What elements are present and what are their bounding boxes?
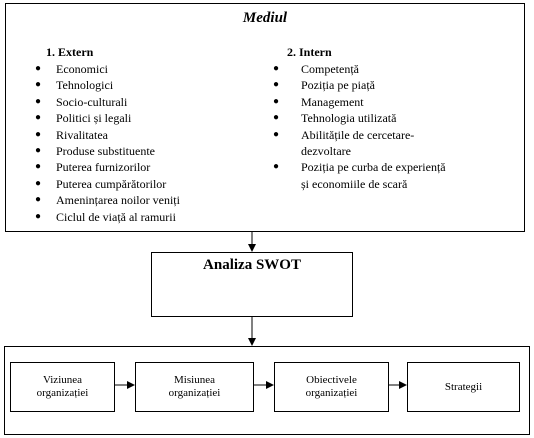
internal-factor-item: ● Management [269,94,479,110]
bullet-icon: ● [273,128,280,140]
external-factor-item-label: Politici și legali [56,111,132,126]
bullet-icon: ● [273,63,280,74]
bullet-icon: ● [35,112,42,124]
swot-analysis-box: Analiza SWOT [151,252,353,317]
external-factor-item: ● Economici [32,61,242,77]
internal-factor-item: ● Tehnologia utilizată [269,110,479,126]
external-factor-item-label: Puterea cumpărătorilor [56,176,167,191]
stage-strategies-box: Strategii [407,362,520,412]
external-factor-item-label: Tehnologici [56,78,114,93]
internal-factor-item-label: Poziția pe curba de experiență și econom… [301,160,446,191]
internal-factor-item: ● Poziția pe piață [269,77,479,93]
external-factor-item: ● Tehnologici [32,77,242,93]
internal-factor-item-label: Abilitățile de cercetare- dezvoltare [301,127,415,159]
internal-factor-item-label: Competență [301,62,359,76]
external-factor-item: ● Socio-culturali [32,94,242,110]
external-factor-item: ● Produse substituente [32,143,242,159]
external-factor-item: ● Rivalitatea [32,127,242,143]
environment-title: Mediul [242,10,288,26]
external-factor-item: ● Amenințarea noilor veniți [32,192,242,208]
external-factor-item: ● Politici și legali [32,110,242,126]
external-factor-item-label: Ciclul de viață al ramurii [56,209,176,224]
environment-box: Mediul 1. Extern 2. Intern ● Economici ● Te… [5,3,525,232]
external-factor-item-label: Economici [56,62,108,76]
stage-mission-box: Misiunea organizației [135,362,254,412]
bullet-icon: ● [35,79,42,91]
internal-factor-item-label: Management [301,94,364,109]
bullet-icon: ● [273,112,280,124]
bullet-icon: ● [35,95,42,107]
internal-factor-item-label: Poziția pe piață [301,78,375,93]
internal-factor-item: ● Abilitățile de cercetare- dezvoltare [269,127,479,160]
internal-factor-item: ● Poziția pe curba de experiență și econo… [269,159,479,192]
bullet-icon: ● [35,210,42,222]
bullet-icon: ● [35,128,42,140]
stage-objectives-label: Obiectivele organizației [305,374,358,399]
bullet-icon: ● [35,145,42,157]
external-factor-item-label: Amenințarea noilor veniți [56,193,180,208]
external-factor-item: ● Puterea furnizorilor [32,159,242,175]
external-factors-list: ● Economici ● Tehnologici ● Socio-culturali ● P… [32,61,242,225]
external-factor-item: ● Ciclul de viață al ramurii [32,209,242,225]
external-factor-item-label: Rivalitatea [56,127,108,142]
internal-factors-list: ●Competență●Poziția pe piață●Management●… [269,61,479,192]
bullet-icon: ● [35,194,42,206]
stage-mission-label: Misiunea organizației [168,374,221,399]
bullet-icon: ● [273,161,280,173]
internal-factor-item-label: Tehnologia utilizată [301,111,397,126]
stage-strategies-label: Strategii [444,380,483,393]
bullet-icon: ● [35,63,42,74]
external-factor-item-label: Puterea furnizorilor [56,160,151,175]
stage-vision-label: Viziunea organizației [36,374,89,399]
external-factor-item: ● Puterea cumpărătorilor [32,176,242,192]
swot-analysis-label: Analiza SWOT [203,257,301,273]
internal-factor-item: ● Competență [269,61,479,77]
external-factors-title: 1. Extern [46,45,94,59]
external-factor-item-label: Socio-culturali [56,94,128,109]
bullet-icon: ● [273,79,280,91]
bullet-icon: ● [35,161,42,173]
stage-vision-box: Viziunea organizației [10,362,115,412]
external-factor-item-label: Produse substituente [56,144,155,159]
bullet-icon: ● [35,177,42,189]
internal-factors-title: 2. Intern [287,45,332,59]
stage-objectives-box: Obiectivele organizației [274,362,389,412]
bullet-icon: ● [273,95,280,107]
